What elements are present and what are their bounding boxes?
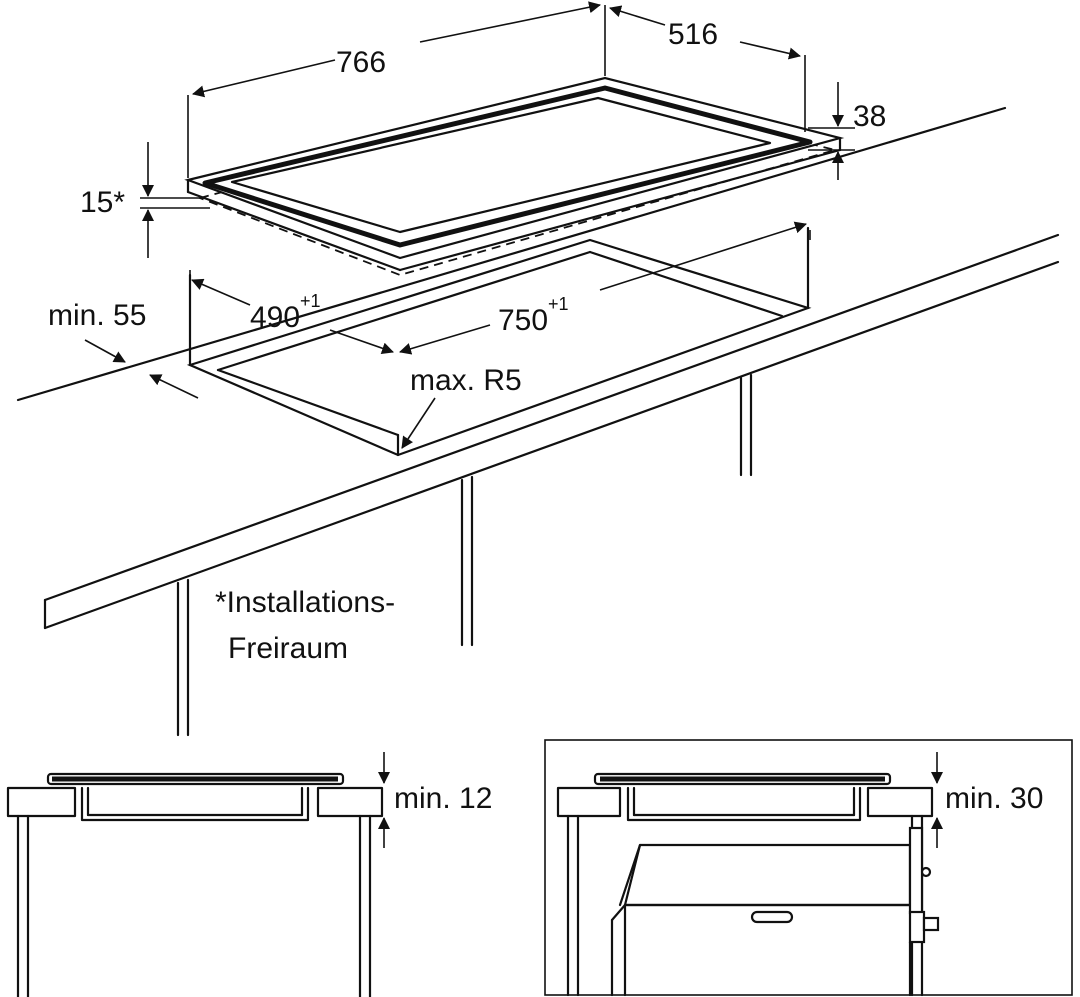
dimension-clearance: 15*	[80, 142, 154, 258]
radius-callout-label: max. R5	[410, 364, 522, 397]
cutout-opening	[186, 226, 812, 457]
dimension-height-label: 38	[853, 100, 886, 133]
gap-left-label: min. 12	[394, 782, 492, 815]
section-view-left: min. 12	[6, 752, 492, 997]
note-line-2: Freiraum	[228, 632, 348, 665]
dimension-height: 38	[832, 82, 886, 180]
dimension-clearance-label: 15*	[80, 186, 125, 219]
dimension-depth: 516	[609, 5, 801, 60]
dimension-min-edge-label: min. 55	[48, 299, 146, 332]
dimension-cutout-width: 750 +1	[399, 221, 807, 355]
dimension-cutout-depth: 490 +1	[191, 278, 394, 355]
radius-callout: max. R5	[401, 364, 522, 449]
dimension-cutout-depth-tolerance: +1	[300, 291, 321, 311]
dimension-depth-label: 516	[668, 18, 718, 51]
dimension-cutout-width-tolerance: +1	[548, 294, 569, 314]
dimension-min-edge: min. 55	[48, 299, 199, 399]
dimension-cutout-depth-label: 490	[250, 301, 300, 334]
gap-right-label: min. 30	[945, 782, 1043, 815]
isometric-view: 766 516 38 15* min. 55	[16, 1, 1060, 737]
oven	[610, 826, 940, 997]
extension-lines	[140, 5, 855, 285]
dimension-cutout-width-label: 750	[498, 304, 548, 337]
dimension-width: 766	[192, 1, 601, 98]
hob-top-view	[184, 76, 845, 276]
note-line-1: *Installations-	[215, 586, 395, 619]
section-view-right: min. 30	[544, 739, 1073, 997]
dimension-width-label: 766	[336, 46, 386, 79]
installation-note: *Installations- Freiraum	[215, 586, 395, 665]
